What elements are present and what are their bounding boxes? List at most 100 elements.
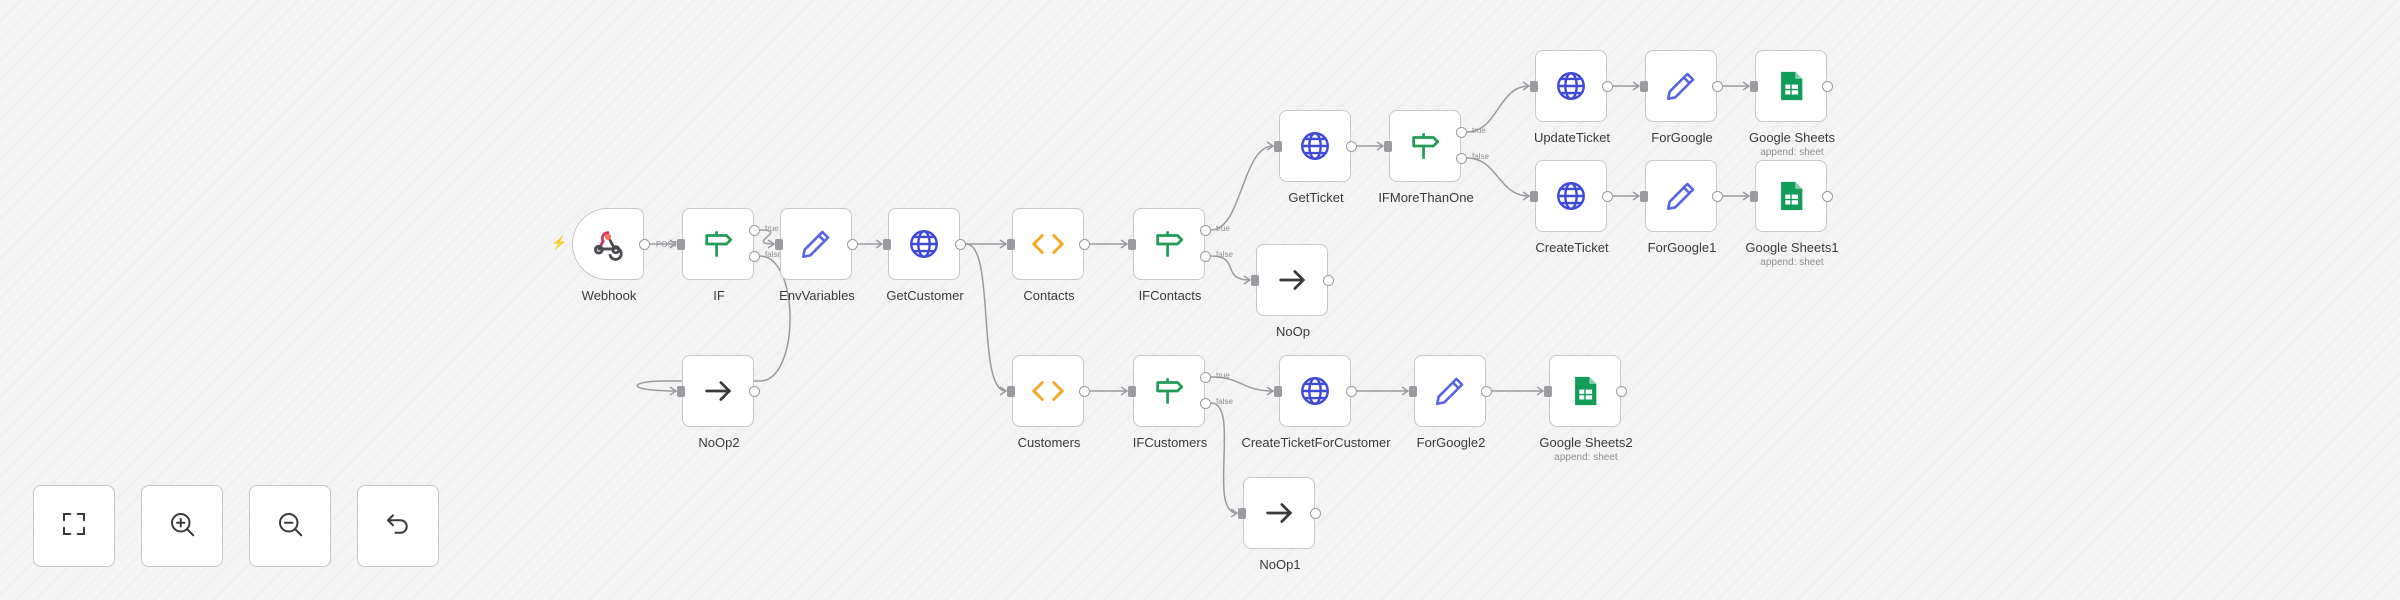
node-customers[interactable]: Customers (1007, 355, 1090, 450)
output-handle[interactable] (1602, 191, 1613, 202)
connection-arrowhead (1120, 239, 1129, 249)
input-handle[interactable] (1640, 191, 1648, 202)
output-handle-false[interactable] (749, 251, 760, 262)
node-forgoogle1[interactable]: ForGoogle1 (1640, 160, 1723, 255)
output-handle[interactable] (1616, 386, 1627, 397)
input-handle[interactable] (1238, 508, 1246, 519)
input-handle[interactable] (1274, 386, 1282, 397)
output-handle-true[interactable] (1200, 225, 1211, 236)
node-getcustomer[interactable]: GetCustomer (883, 208, 966, 303)
node-label: IF (713, 288, 725, 303)
arrow-right-icon (683, 356, 753, 426)
output-handle[interactable] (1822, 191, 1833, 202)
output-handle-true[interactable] (749, 225, 760, 236)
node-forgoogle2[interactable]: ForGoogle2 (1409, 355, 1492, 450)
input-handle[interactable] (1007, 386, 1015, 397)
connection-ifcontacts-getticket[interactable] (1210, 145, 1274, 231)
output-handle[interactable] (1712, 191, 1723, 202)
output-handle[interactable] (1323, 275, 1334, 286)
connection-getcustomer-customers[interactable] (965, 243, 1007, 392)
node-updateticket[interactable]: UpdateTicket (1530, 50, 1613, 145)
node-noop1[interactable]: NoOp1 (1238, 477, 1321, 572)
node-getticket[interactable]: GetTicket (1274, 110, 1357, 205)
input-handle[interactable] (1530, 191, 1538, 202)
node-noop[interactable]: NoOp (1251, 244, 1334, 339)
signpost-icon (1134, 356, 1204, 426)
node-createticket[interactable]: CreateTicket (1530, 160, 1613, 255)
output-handle[interactable] (1079, 239, 1090, 250)
output-handle[interactable] (1481, 386, 1492, 397)
input-handle[interactable] (1530, 81, 1538, 92)
zoom-in-button[interactable] (141, 485, 223, 567)
code-icon (1013, 356, 1083, 426)
output-handle-true[interactable] (1200, 372, 1211, 383)
node-label: GetTicket (1288, 190, 1344, 205)
node-label: GetCustomer (886, 288, 964, 303)
globe-icon (1536, 51, 1606, 121)
node-forgoogle[interactable]: ForGoogle (1640, 50, 1723, 145)
input-handle[interactable] (1640, 81, 1648, 92)
node-createticketforcustomer[interactable]: CreateTicketForCustomer (1241, 355, 1391, 450)
output-handle[interactable] (639, 239, 650, 250)
connection-label: POST (656, 240, 678, 249)
output-handle[interactable] (1310, 508, 1321, 519)
input-handle[interactable] (883, 239, 891, 250)
input-handle[interactable] (1750, 191, 1758, 202)
globe-icon (1280, 356, 1350, 426)
signpost-icon (1134, 209, 1204, 279)
node-contacts[interactable]: Contacts (1007, 208, 1090, 303)
reset-zoom-button[interactable] (357, 485, 439, 567)
connection-arrowhead (1401, 386, 1410, 396)
google-sheets-icon (1550, 356, 1620, 426)
node-webhook[interactable]: ⚡Webhook (551, 208, 650, 303)
input-handle[interactable] (1128, 239, 1136, 250)
output-handle[interactable] (1712, 81, 1723, 92)
input-handle[interactable] (1251, 275, 1259, 286)
node-label: Google Sheets1 (1745, 240, 1839, 255)
fit-view-button[interactable] (33, 485, 115, 567)
branch-label-true: true (765, 224, 779, 233)
node-envvariables[interactable]: EnvVariables (775, 208, 858, 303)
output-handle[interactable] (847, 239, 858, 250)
output-handle[interactable] (749, 386, 760, 397)
zoom-out-button[interactable] (249, 485, 331, 567)
output-handle[interactable] (1602, 81, 1613, 92)
input-handle[interactable] (1274, 141, 1282, 152)
input-handle[interactable] (1544, 386, 1552, 397)
input-handle[interactable] (1750, 81, 1758, 92)
node-subtitle: append: sheet (1554, 452, 1618, 463)
input-handle[interactable] (775, 239, 783, 250)
node-subtitle: append: sheet (1760, 147, 1824, 158)
input-handle[interactable] (1409, 386, 1417, 397)
output-handle[interactable] (1346, 386, 1357, 397)
output-handle-true[interactable] (1456, 127, 1467, 138)
output-handle-false[interactable] (1200, 251, 1211, 262)
input-handle[interactable] (677, 239, 685, 250)
input-handle[interactable] (1384, 141, 1392, 152)
input-handle[interactable] (677, 386, 685, 397)
pencil-icon (1646, 51, 1716, 121)
google-sheets-icon (1756, 161, 1826, 231)
output-handle[interactable] (1822, 81, 1833, 92)
connection-ifcustomers-noop1[interactable] (1210, 402, 1238, 514)
connection-arrowhead (1120, 386, 1129, 396)
output-handle-false[interactable] (1200, 398, 1211, 409)
node-label: CreateTicketForCustomer (1241, 435, 1391, 450)
input-handle[interactable] (1007, 239, 1015, 250)
output-handle-false[interactable] (1456, 153, 1467, 164)
output-handle[interactable] (1079, 386, 1090, 397)
output-handle[interactable] (1346, 141, 1357, 152)
connection-arrowhead (1742, 81, 1751, 91)
connection-arrowhead (999, 239, 1008, 249)
node-noop2[interactable]: NoOp2 (677, 355, 760, 450)
output-handle[interactable] (955, 239, 966, 250)
input-handle[interactable] (1128, 386, 1136, 397)
